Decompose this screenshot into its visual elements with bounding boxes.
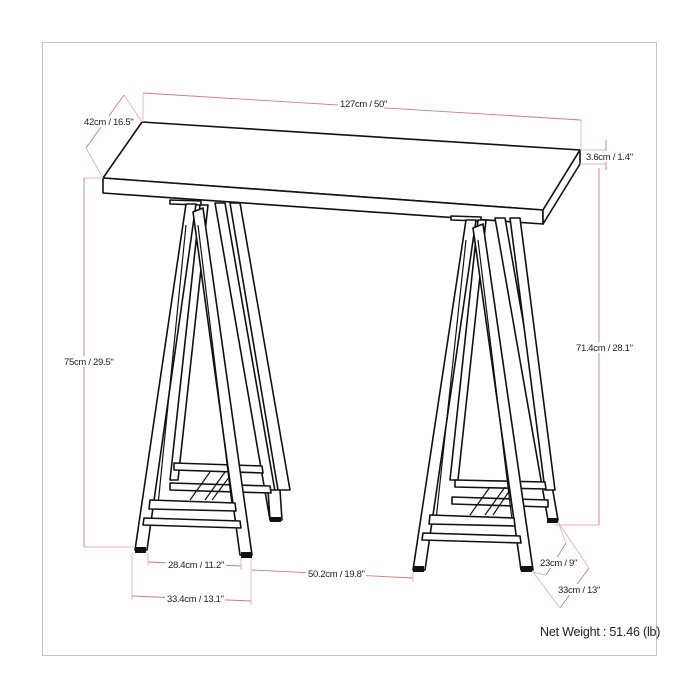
gap-between-legs-label: 50.2cm / 19.8" xyxy=(308,569,365,580)
right-sawhorse-leg xyxy=(412,215,559,572)
diagram-frame xyxy=(42,42,657,656)
depth-label: 42cm / 16.5" xyxy=(84,117,133,128)
leg-inner-depth-label: 23cm / 9" xyxy=(540,558,577,569)
total-height-label: 75cm / 29.5" xyxy=(64,357,113,368)
width-label: 127cm / 50" xyxy=(340,99,387,110)
top-thickness-label: 3.6cm / 1.4" xyxy=(586,152,633,163)
leg-height-label: 71.4cm / 28.1" xyxy=(576,343,633,354)
leg-outer-depth-label: 33cm / 13" xyxy=(558,585,600,596)
left-sawhorse-leg xyxy=(134,199,291,558)
leg-outer-width-label: 33.4cm / 13.1" xyxy=(167,594,224,605)
net-weight-label: Net Weight : 51.46 (lb) xyxy=(540,625,661,639)
dimension-labels: 127cm / 50" 42cm / 16.5" 3.6cm / 1.4" 75… xyxy=(62,98,640,605)
leg-inner-width-label: 28.4cm / 11.2" xyxy=(168,560,224,571)
table-top xyxy=(102,121,581,225)
